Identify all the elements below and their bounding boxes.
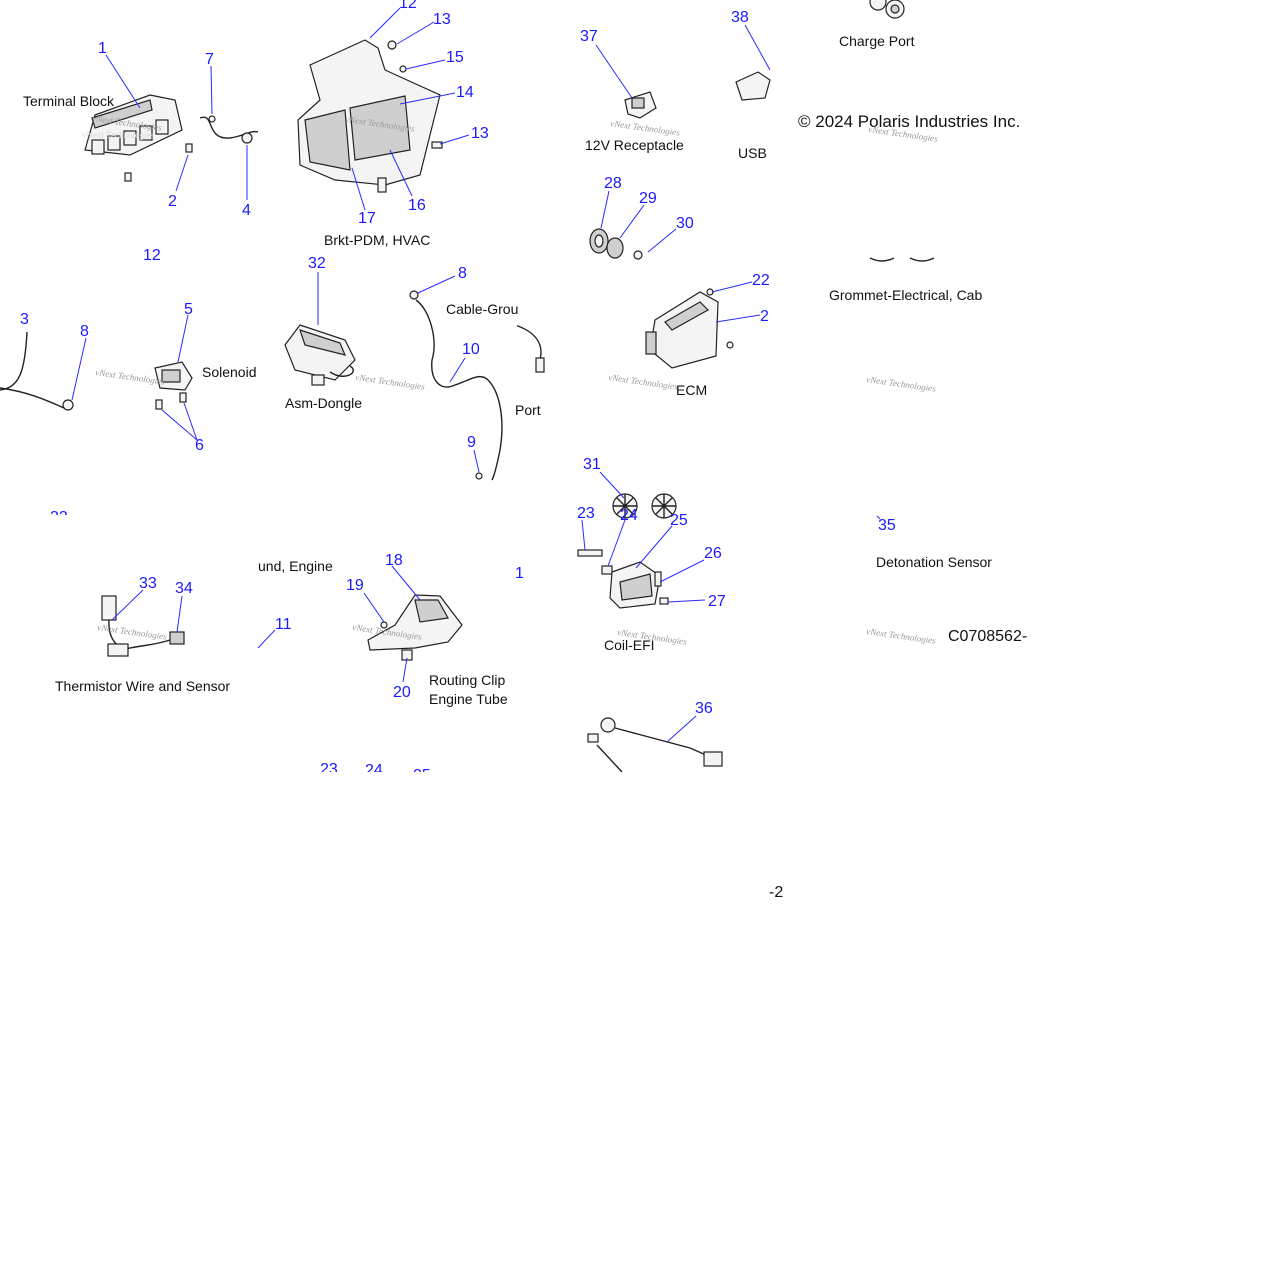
- watermark: vNext Technologies: [866, 626, 937, 646]
- dongle-assembly: [284, 324, 356, 386]
- callout-30: 30: [676, 215, 694, 232]
- watermark: vNext Technologies: [608, 372, 679, 392]
- label-thermistor: Thermistor Wire and Sensor: [55, 678, 230, 694]
- label-routing-clip: Routing Clip: [429, 672, 505, 688]
- callout-32: 32: [308, 255, 326, 272]
- callout-24: 24: [620, 507, 638, 524]
- callout-17: 17: [358, 210, 376, 227]
- callout-9: 9: [467, 434, 476, 451]
- label-coil-efi: Coil-EFI: [604, 637, 655, 653]
- charge-port: [869, 0, 905, 19]
- watermark: vNext Technologies: [866, 374, 937, 394]
- watermark: vNext Technologies: [97, 622, 168, 642]
- callout-5: 5: [184, 301, 193, 318]
- label-usb: USB: [738, 145, 767, 161]
- callout-12-top: 12: [399, 0, 417, 12]
- callout-35: 35: [878, 517, 896, 534]
- label-terminal-block: Terminal Block: [23, 93, 115, 109]
- label-solenoid: Solenoid: [202, 364, 257, 380]
- watermark-shadow: vNext Technologies: [82, 130, 154, 140]
- callout-36: 36: [695, 700, 713, 717]
- callout-28: 28: [604, 175, 622, 192]
- callout-23-top: 23: [577, 505, 595, 522]
- label-charge-port: Charge Port: [839, 33, 915, 49]
- ground-cable: [409, 280, 545, 481]
- watermark: vNext Technologies: [610, 118, 681, 138]
- callout-29: 29: [639, 190, 657, 207]
- callout-33: 33: [139, 575, 157, 592]
- cab-grommet: [869, 257, 935, 262]
- callout-26: 26: [704, 545, 722, 562]
- callout-14: 14: [456, 84, 474, 101]
- grommet-assembly: [589, 228, 643, 260]
- callout-3: 3: [20, 311, 29, 328]
- callout-25: 25: [670, 512, 688, 529]
- callout-13: 13: [471, 125, 489, 142]
- label-detonation-sensor: Detonation Sensor: [876, 554, 992, 570]
- usb-port: [735, 0, 792, 170]
- page-number: -2: [769, 884, 783, 901]
- callout-22: 22: [752, 272, 770, 289]
- label-ecm: ECM: [676, 382, 707, 398]
- watermark: vNext Technologies: [355, 372, 426, 392]
- callout-38: 38: [731, 9, 749, 26]
- label-cable-ground: Cable-Grou: [446, 301, 518, 317]
- callout-20: 20: [393, 684, 411, 701]
- label-asm-dongle: Asm-Dongle: [285, 395, 362, 411]
- label-brkt-pdm: Brkt-PDM, HVAC: [324, 232, 430, 248]
- callout-31: 31: [583, 456, 601, 473]
- label-ground-engine: und, Engine: [258, 558, 333, 574]
- callout-2b: 2: [760, 308, 769, 325]
- pdm-bracket-assembly: [297, 39, 443, 193]
- label-engine-tube: Engine Tube: [429, 691, 508, 707]
- routing-clip-assembly: [367, 594, 463, 661]
- callout-4: 4: [242, 202, 251, 219]
- callout-1: 1: [98, 40, 107, 57]
- callout-27: 27: [708, 593, 726, 610]
- label-port: Port: [515, 402, 541, 418]
- callout-6: 6: [195, 437, 204, 454]
- label-12v-receptacle: 12V Receptacle: [585, 137, 684, 153]
- label-grommet-electrical: Grommet-Electrical, Cab: [829, 287, 982, 303]
- callout-15: 15: [446, 49, 464, 66]
- coil-efi-assembly: [575, 493, 677, 609]
- callout-19: 19: [346, 577, 364, 594]
- callout-8: 8: [80, 323, 89, 340]
- callout-7: 7: [205, 51, 214, 68]
- thermistor-assembly: [101, 595, 185, 657]
- callout-12: 12: [143, 247, 161, 264]
- callout-34: 34: [175, 580, 193, 597]
- callout-2: 2: [168, 193, 177, 210]
- callout-8b: 8: [458, 265, 467, 282]
- sensor-wire-36: [587, 717, 723, 773]
- callout-11: 11: [275, 616, 292, 633]
- callout-16: 16: [408, 197, 426, 214]
- copyright: © 2024 Polaris Industries Inc.: [798, 112, 1020, 131]
- callout-13-top: 13: [433, 11, 451, 28]
- callout-10: 10: [462, 341, 480, 358]
- terminal-block-assembly: [84, 94, 259, 182]
- callout-37: 37: [580, 28, 598, 45]
- 12v-receptacle: [624, 91, 657, 119]
- callout-18: 18: [385, 552, 403, 569]
- solenoid-assembly: [0, 331, 193, 411]
- diagram-code: C0708562-: [948, 628, 1027, 645]
- ecm-module: [645, 288, 734, 369]
- callout-1b: 1: [515, 565, 524, 582]
